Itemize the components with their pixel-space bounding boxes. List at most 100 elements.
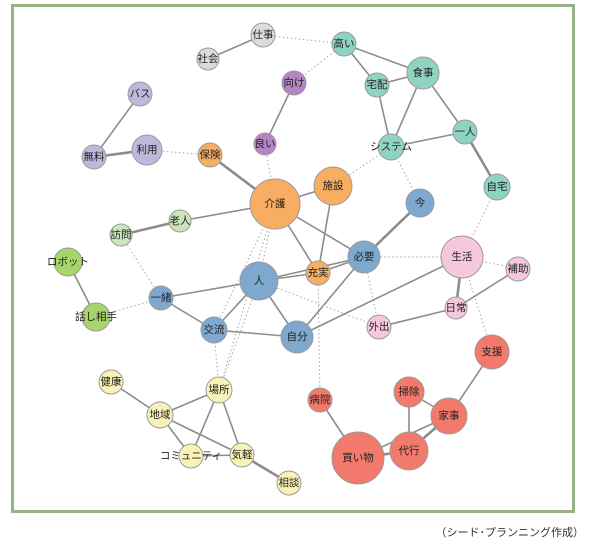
node-label: 生活 bbox=[452, 250, 473, 263]
node-label: 買い物 bbox=[342, 451, 374, 464]
node-label: 日常 bbox=[446, 301, 467, 314]
node-chiiki: 地域 bbox=[146, 401, 174, 429]
node-shakai: 社会 bbox=[196, 47, 220, 71]
node-ima: 今 bbox=[405, 188, 435, 218]
node-system: システム bbox=[370, 133, 412, 161]
node-circle bbox=[196, 47, 220, 71]
node-circle bbox=[364, 72, 390, 98]
node-circle bbox=[440, 235, 484, 279]
node-label: 家事 bbox=[439, 409, 460, 422]
edge-hitsuyo-jibun bbox=[296, 256, 365, 338]
node-label: 高い bbox=[334, 37, 355, 50]
node-label: 利用 bbox=[137, 144, 158, 156]
node-circle bbox=[281, 70, 307, 96]
node-circle bbox=[148, 285, 174, 311]
node-basu: バス bbox=[127, 81, 153, 107]
node-layer: 仕事社会高い食事宅配向け良いバス無料利用保険システム一人自宅施設介護今老人訪問必… bbox=[47, 22, 531, 496]
node-koryu: 交流 bbox=[200, 316, 228, 344]
edge-kaigo-basho bbox=[218, 203, 276, 391]
node-label: 人 bbox=[254, 275, 265, 287]
node-circle bbox=[53, 247, 83, 277]
node-label: 無料 bbox=[84, 150, 105, 163]
node-label: 食事 bbox=[413, 66, 434, 79]
edge-juujitsu-byoin bbox=[317, 272, 321, 401]
node-circle bbox=[347, 240, 381, 274]
node-label: 相談 bbox=[279, 476, 300, 489]
node-kaigo: 介護 bbox=[249, 178, 301, 230]
node-label: 話し相手 bbox=[75, 310, 117, 323]
node-circle bbox=[81, 302, 111, 332]
node-circle bbox=[331, 31, 357, 57]
node-label: 充実 bbox=[308, 266, 329, 279]
node-label: 気軽 bbox=[232, 448, 253, 461]
node-takai: 高い bbox=[331, 31, 357, 57]
node-circle bbox=[430, 397, 468, 435]
edge-hito-basho bbox=[218, 280, 260, 391]
node-label: システム bbox=[370, 141, 412, 153]
node-circle bbox=[146, 401, 174, 429]
node-riyo: 利用 bbox=[131, 134, 163, 166]
node-label: 健康 bbox=[101, 375, 122, 388]
node-circle bbox=[452, 119, 478, 145]
node-circle bbox=[168, 209, 192, 233]
node-circle bbox=[205, 376, 233, 404]
node-seikatsu: 生活 bbox=[440, 235, 484, 279]
node-label: 自分 bbox=[287, 330, 308, 343]
node-circle bbox=[474, 334, 510, 370]
node-circle bbox=[505, 256, 531, 282]
node-circle bbox=[131, 134, 163, 166]
edge-kaigo-koryu bbox=[213, 203, 276, 331]
node-issho: 一緒 bbox=[148, 285, 174, 311]
node-label: ロボット bbox=[47, 256, 89, 268]
node-hito: 人 bbox=[239, 261, 279, 301]
node-sodan: 相談 bbox=[276, 470, 302, 496]
node-circle bbox=[305, 260, 331, 286]
node-circle bbox=[200, 316, 228, 344]
node-label: 良い bbox=[255, 137, 276, 150]
node-nichijo: 日常 bbox=[444, 296, 468, 320]
node-circle bbox=[389, 431, 429, 471]
node-muryo: 無料 bbox=[81, 144, 107, 170]
node-circle bbox=[98, 369, 124, 395]
node-label: 地域 bbox=[150, 408, 171, 421]
node-circle bbox=[444, 296, 468, 320]
node-homon: 訪問 bbox=[109, 223, 133, 247]
node-circle bbox=[239, 261, 279, 301]
node-muke: 向け bbox=[281, 70, 307, 96]
node-rojin: 老人 bbox=[168, 209, 192, 233]
node-label: 宅配 bbox=[367, 78, 388, 91]
node-circle bbox=[307, 387, 333, 413]
node-circle bbox=[276, 470, 302, 496]
edge-basu-muryo bbox=[93, 93, 141, 158]
node-circle bbox=[109, 223, 133, 247]
node-circle bbox=[366, 314, 392, 340]
node-juujitsu: 充実 bbox=[305, 260, 331, 286]
node-basho: 場所 bbox=[205, 376, 233, 404]
node-shokuji: 食事 bbox=[406, 56, 440, 90]
node-hanashiaite: 話し相手 bbox=[75, 302, 117, 332]
node-label: 仕事 bbox=[253, 28, 274, 41]
node-label: 社会 bbox=[198, 52, 219, 65]
node-label: 代行 bbox=[399, 444, 420, 457]
node-byoin: 病院 bbox=[307, 387, 333, 413]
node-circle bbox=[250, 22, 276, 48]
node-label: 自宅 bbox=[487, 180, 508, 193]
node-label: 施設 bbox=[323, 179, 344, 192]
node-circle bbox=[331, 431, 385, 485]
edge-seikatsu-hojo bbox=[461, 256, 519, 270]
node-label: 老人 bbox=[170, 214, 191, 227]
node-takuhai: 宅配 bbox=[364, 72, 390, 98]
node-gaishutsu: 外出 bbox=[366, 314, 392, 340]
node-circle bbox=[405, 188, 435, 218]
node-circle bbox=[377, 133, 405, 161]
node-hojo: 補助 bbox=[505, 256, 531, 282]
node-label: 掃除 bbox=[399, 385, 420, 398]
node-circle bbox=[406, 56, 440, 90]
node-circle bbox=[393, 376, 425, 408]
node-label: 支援 bbox=[482, 345, 503, 358]
node-circle bbox=[313, 166, 353, 206]
node-circle bbox=[483, 173, 511, 201]
node-circle bbox=[178, 443, 204, 469]
node-kigaru: 気軽 bbox=[229, 442, 255, 468]
